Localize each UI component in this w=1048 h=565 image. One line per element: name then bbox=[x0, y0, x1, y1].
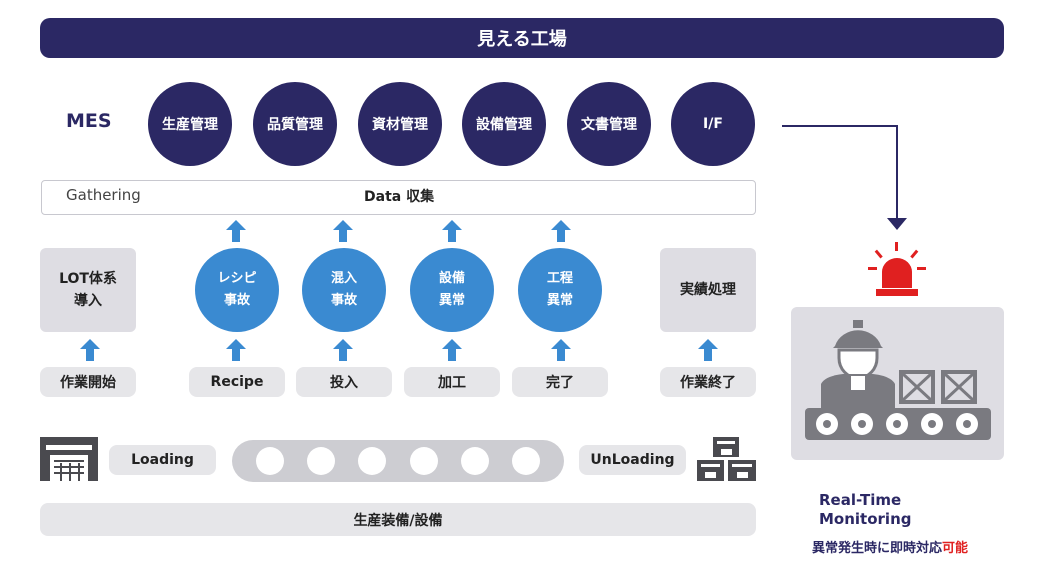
event-process-error[interactable]: 工程異常 bbox=[518, 248, 602, 332]
realtime-monitoring-label: Real-Time Monitoring bbox=[819, 491, 911, 529]
worker-conveyor-icon bbox=[805, 320, 991, 440]
arrow-up-icon bbox=[442, 339, 462, 361]
conveyor-belt bbox=[232, 440, 564, 482]
arrow-up-icon bbox=[226, 220, 246, 242]
warehouse-icon bbox=[40, 437, 98, 481]
mes-module-material[interactable]: 資材管理 bbox=[358, 82, 442, 166]
step-recipe[interactable]: Recipe bbox=[189, 367, 285, 397]
step-work-end[interactable]: 作業終了 bbox=[660, 367, 756, 397]
event-line1: レシピ bbox=[217, 270, 257, 286]
page-title: 見える工場 bbox=[40, 18, 1004, 58]
mes-module-equipment[interactable]: 設備管理 bbox=[462, 82, 546, 166]
conveyor-roller bbox=[307, 447, 335, 475]
arrow-up-icon bbox=[551, 220, 571, 242]
alert-highlight: 可能 bbox=[942, 541, 969, 556]
arrow-up-icon bbox=[551, 339, 571, 361]
conveyor-roller bbox=[358, 447, 386, 475]
alert-main: 異常発生時に即時対応 bbox=[812, 541, 943, 556]
lot-system-box[interactable]: LOT体系導入 bbox=[40, 248, 136, 332]
event-recipe-accident[interactable]: レシピ事故 bbox=[195, 248, 279, 332]
step-processing[interactable]: 加工 bbox=[404, 367, 500, 397]
mes-label: MES bbox=[66, 110, 112, 132]
conveyor-roller bbox=[410, 447, 438, 475]
conveyor-roller bbox=[256, 447, 284, 475]
event-line1: 混入 bbox=[330, 270, 357, 286]
event-equipment-error[interactable]: 設備異常 bbox=[410, 248, 494, 332]
mes-module-quality[interactable]: 品質管理 bbox=[253, 82, 337, 166]
step-input[interactable]: 投入 bbox=[296, 367, 392, 397]
arrow-up-icon bbox=[333, 339, 353, 361]
mes-module-interface[interactable]: I/F bbox=[671, 82, 755, 166]
conveyor-roller bbox=[512, 447, 540, 475]
lot-line2: 導入 bbox=[74, 293, 102, 309]
data-collection-label: Data 収集 bbox=[364, 189, 435, 205]
event-line1: 設備 bbox=[438, 270, 465, 286]
mes-module-production[interactable]: 生産管理 bbox=[148, 82, 232, 166]
realtime-line2: Monitoring bbox=[819, 510, 912, 528]
event-line2: 事故 bbox=[330, 293, 357, 308]
step-work-start[interactable]: 作業開始 bbox=[40, 367, 136, 397]
event-line2: 異常 bbox=[438, 293, 465, 308]
arrow-up-icon bbox=[333, 220, 353, 242]
step-complete[interactable]: 完了 bbox=[512, 367, 608, 397]
conveyor-roller bbox=[461, 447, 489, 475]
event-line1: 工程 bbox=[546, 270, 573, 286]
arrow-up-icon bbox=[80, 339, 100, 361]
event-line2: 事故 bbox=[223, 293, 250, 308]
loading-label[interactable]: Loading bbox=[109, 445, 216, 475]
data-gathering-bar bbox=[41, 180, 756, 215]
event-line2: 異常 bbox=[546, 293, 573, 308]
result-processing-box[interactable]: 実績処理 bbox=[660, 248, 756, 332]
gathering-label: Gathering bbox=[66, 186, 141, 204]
mes-module-document[interactable]: 文書管理 bbox=[567, 82, 651, 166]
immediate-response-text: 異常発生時に即時対応可能 bbox=[812, 537, 968, 556]
production-equipment-bar: 生産装備/設備 bbox=[40, 503, 756, 536]
unloading-label[interactable]: UnLoading bbox=[579, 445, 686, 475]
stacked-boxes-icon bbox=[697, 437, 756, 481]
arrow-up-icon bbox=[442, 220, 462, 242]
lot-line1: LOT体系 bbox=[59, 270, 117, 287]
alarm-siren-icon bbox=[868, 242, 926, 296]
connector-arrow bbox=[782, 125, 907, 230]
event-mixing-accident[interactable]: 混入事故 bbox=[302, 248, 386, 332]
arrow-up-icon bbox=[226, 339, 246, 361]
arrow-up-icon bbox=[698, 339, 718, 361]
realtime-line1: Real-Time bbox=[819, 491, 902, 509]
